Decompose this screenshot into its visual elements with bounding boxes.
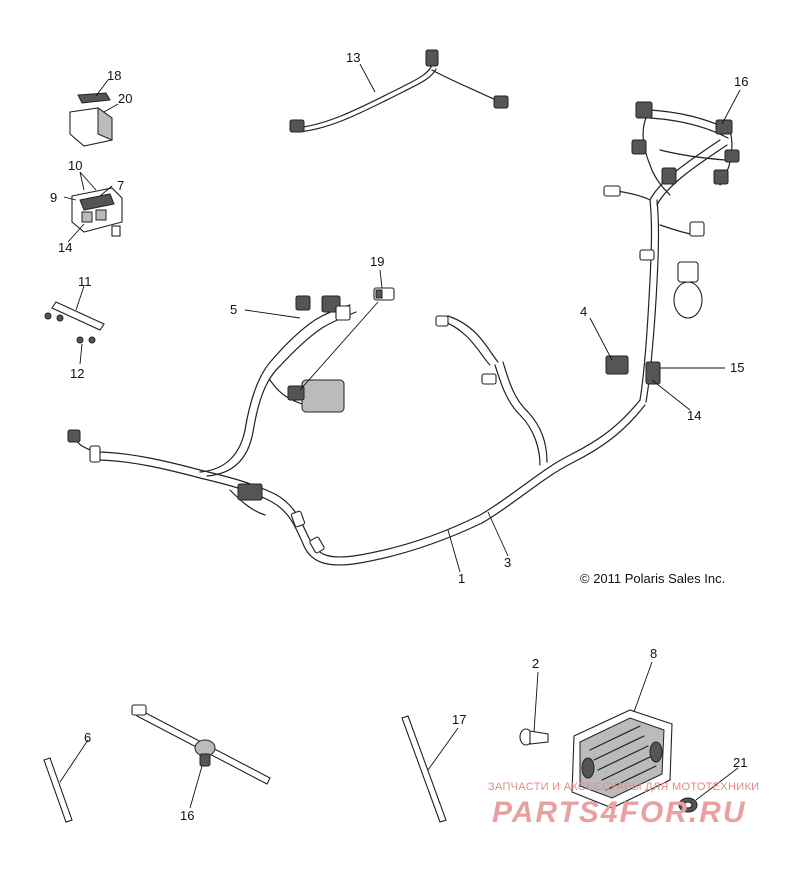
callout-7: 7 (117, 178, 124, 193)
main-harness (67, 139, 728, 566)
callout-5: 5 (230, 302, 237, 317)
cable-tie-17 (401, 715, 447, 823)
fuse-cover-20 (69, 92, 113, 147)
watermark-tagline: ЗАПЧАСТИ И АКСЕССУАРЫ ДЛЯ МОТОТЕХНИКИ (488, 781, 759, 793)
callout-20: 20 (118, 91, 132, 106)
callout-2: 2 (532, 656, 539, 671)
callout-16-harness: 16 (734, 74, 748, 89)
callout-12: 12 (70, 366, 84, 381)
cable-tie-clip-16 (131, 704, 271, 785)
connector-cluster-5 (271, 295, 357, 413)
callout-21: 21 (733, 755, 747, 770)
callout-10: 10 (68, 158, 82, 173)
cable-tie-6 (43, 757, 73, 823)
callout-9: 9 (50, 190, 57, 205)
callout-labels: 1 2 3 4 5 6 7 8 9 10 11 12 13 14 14 15 1… (50, 50, 748, 823)
callout-14-harness: 14 (687, 408, 701, 423)
callout-15: 15 (730, 360, 744, 375)
callout-4: 4 (580, 304, 587, 319)
leader-lines (59, 63, 741, 809)
fuse-box-assembly (71, 187, 123, 237)
watermark-site: PARTS4FOR.RU (492, 796, 747, 829)
callout-3: 3 (504, 555, 511, 570)
callout-11: 11 (78, 274, 92, 289)
callout-14-fuse-box: 14 (58, 240, 72, 255)
push-rivet-2 (519, 728, 549, 746)
regulator-8 (571, 709, 673, 809)
watermark: ЗАПЧАСТИ И АКСЕССУАРЫ ДЛЯ МОТОТЕХНИКИ PA… (488, 781, 759, 829)
bracket-11-screws-12 (44, 301, 105, 344)
callout-13: 13 (346, 50, 360, 65)
callout-18: 18 (107, 68, 121, 83)
callout-1: 1 (458, 571, 465, 586)
copyright-notice: © 2011 Polaris Sales Inc. (580, 571, 725, 586)
nut-21 (678, 797, 698, 813)
harness-13 (289, 49, 509, 133)
harness-branch-16 (631, 101, 740, 196)
callout-16-clip: 16 (180, 808, 194, 823)
callout-19: 19 (370, 254, 384, 269)
callout-17: 17 (452, 712, 466, 727)
callout-6: 6 (84, 730, 91, 745)
callout-8: 8 (650, 646, 657, 661)
part-19-clip (373, 287, 395, 301)
